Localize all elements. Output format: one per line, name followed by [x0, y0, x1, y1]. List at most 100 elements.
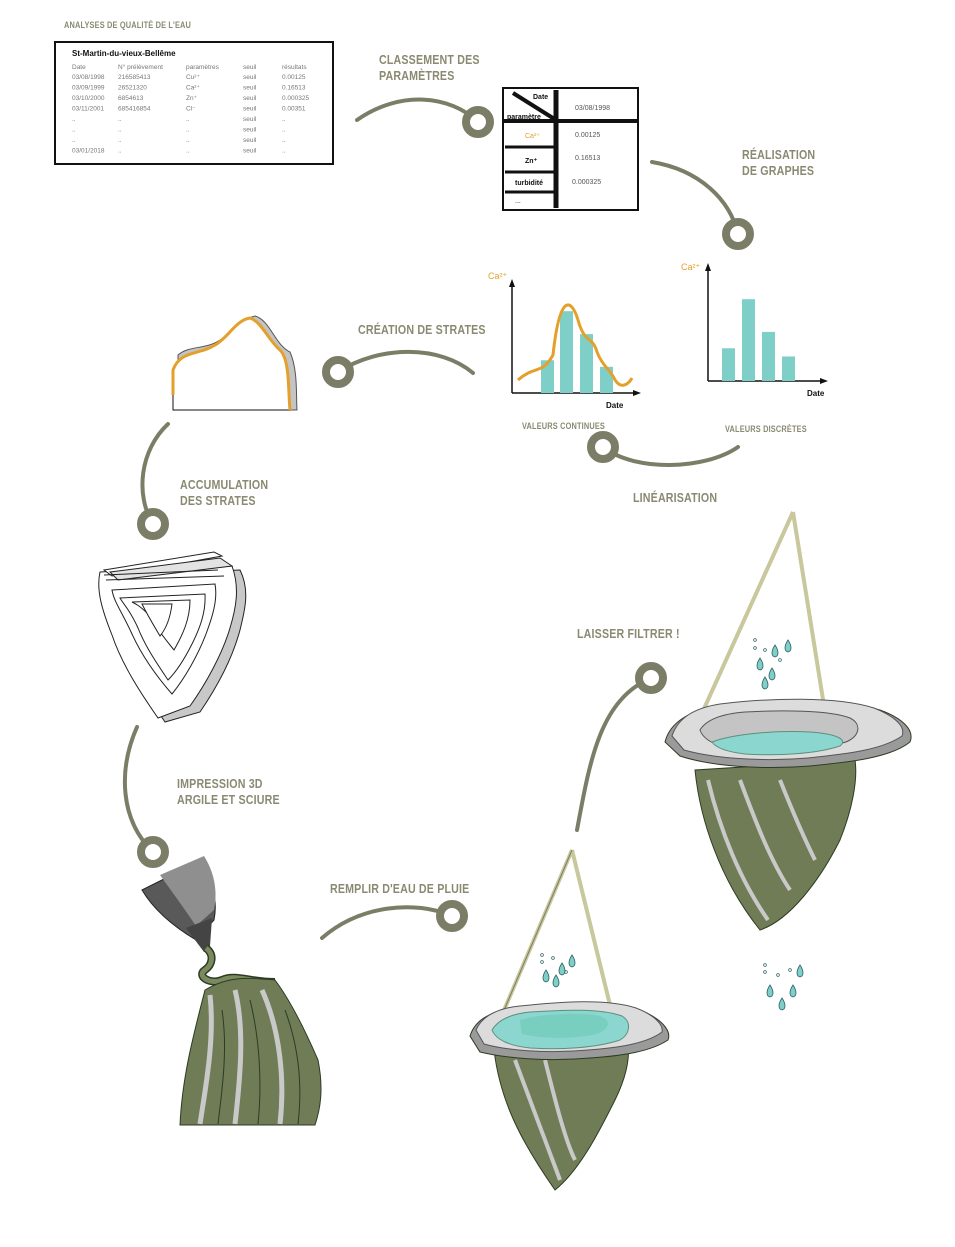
table-header: paramètres	[186, 64, 220, 71]
continuous-chart: Ca²⁺ Date	[488, 271, 641, 410]
water-droplet	[788, 968, 792, 972]
table-cell: 0.16513	[282, 85, 306, 92]
step-linearisation: LINÉARISATION	[633, 490, 717, 506]
table-cell: ..	[72, 137, 76, 144]
table-cell: Ca²⁺	[186, 85, 200, 92]
water-drop	[771, 644, 779, 658]
label-valeurs-continues: VALEURS CONTINUES	[522, 421, 605, 432]
water-drop	[778, 997, 786, 1011]
water-drop	[784, 639, 792, 653]
table-cell: ..	[186, 116, 190, 123]
water-droplet	[763, 963, 767, 967]
arrow-to-classement	[355, 97, 494, 138]
table-cell: Zn⁺	[186, 95, 198, 102]
step-impression-line2: ARGILE ET SCIURE	[177, 792, 280, 807]
class-param-2: turbidité	[515, 180, 543, 187]
continuous-bars	[541, 311, 613, 393]
step-remplir-text: REMPLIR D'EAU DE PLUIE	[330, 881, 470, 896]
discrete-ylabel: Ca²⁺	[681, 262, 701, 272]
table-cell: seuil	[243, 148, 257, 155]
continuous-bar	[541, 360, 554, 393]
table-cell: ..	[282, 148, 286, 155]
step-realisation-line1: RÉALISATION	[742, 147, 816, 162]
step-classement: CLASSEMENT DES PARAMÈTRES	[379, 52, 480, 84]
table-cell: Cu²⁺	[186, 74, 200, 81]
class-param-1: Zn⁺	[525, 158, 538, 165]
class-param-0: Ca²⁺	[525, 133, 540, 140]
table-cell: 03/09/1999	[72, 85, 105, 92]
step-laisser: LAISSER FILTRER !	[577, 626, 680, 642]
filled-basin	[469, 849, 670, 1191]
table-cell: Cl⁻	[186, 106, 196, 113]
valeurs-continues-text: VALEURS CONTINUES	[522, 421, 606, 431]
class-param-label: paramètre	[507, 114, 541, 121]
table-cell: ..	[118, 116, 122, 123]
arrow-to-graphes	[650, 160, 754, 250]
table-header: résultats	[282, 64, 307, 71]
water-drop	[558, 962, 566, 976]
printer-mountain	[141, 856, 322, 1126]
filtering-basin	[664, 511, 912, 1011]
water-drop	[542, 969, 550, 983]
step-creation: CRÉATION DE STRATES	[358, 322, 486, 338]
discrete-chart: Ca²⁺ Date	[681, 262, 828, 398]
continuous-bar	[580, 334, 593, 393]
discrete-bar	[762, 331, 775, 381]
discrete-bar	[722, 348, 735, 381]
rain-drops-3	[763, 963, 804, 1011]
water-droplet	[776, 973, 780, 977]
table-cell: ..	[118, 137, 122, 144]
classification-box: Date paramètre 03/08/1998 Ca²⁺ Zn⁺ turbi…	[502, 87, 639, 211]
table-cell: 0.000325	[282, 95, 309, 102]
continuous-xlabel: Date	[606, 401, 624, 410]
table-cell: 03/10/2000	[72, 95, 105, 102]
step-accumulation-line1: ACCUMULATION	[180, 477, 269, 492]
table-cell: 03/08/1998	[72, 74, 105, 81]
table-cell: ..	[118, 127, 122, 134]
continuous-bar	[560, 311, 573, 393]
step-remplir: REMPLIR D'EAU DE PLUIE	[330, 881, 469, 897]
table-cell: seuil	[243, 85, 257, 92]
water-drop	[766, 984, 774, 998]
table-cell: ..	[186, 137, 190, 144]
table-cell: seuil	[243, 74, 257, 81]
arrow-laisser	[575, 662, 667, 832]
table-cell: ..	[72, 116, 76, 123]
table-cell: 0.00351	[282, 106, 306, 113]
step-analyses: ANALYSES DE QUALITÉ DE L'EAU	[64, 20, 191, 31]
table-header: Date	[72, 64, 86, 71]
table-cell: seuil	[243, 106, 257, 113]
water-droplet	[763, 648, 767, 652]
water-drop	[756, 657, 764, 671]
step-accumulation-line2: DES STRATES	[180, 493, 256, 508]
label-valeurs-discretes: VALEURS DISCRÈTES	[725, 424, 807, 435]
step-realisation-line2: DE GRAPHES	[742, 163, 815, 178]
water-drop	[552, 974, 560, 988]
water-droplet	[753, 646, 757, 650]
discrete-bars	[722, 299, 795, 381]
table-cell: 03/11/2001	[72, 106, 104, 113]
discrete-bar	[782, 356, 795, 381]
water-drop	[768, 667, 776, 681]
stacked-strata	[98, 551, 247, 723]
discrete-xlabel: Date	[807, 389, 825, 398]
step-linearisation-text: LINÉARISATION	[633, 490, 718, 505]
continuous-ylabel: Ca²⁺	[488, 271, 508, 281]
table-cell: 26521320	[118, 85, 147, 92]
class-value-2: 0.000325	[572, 179, 601, 186]
water-droplet	[564, 970, 568, 974]
flow-arrows	[122, 97, 754, 940]
table-cell: ..	[186, 127, 190, 134]
class-param-3: ...	[515, 198, 521, 205]
arrow-accumulation	[137, 422, 170, 540]
step-classement-line2: PARAMÈTRES	[379, 68, 455, 83]
table-cell: ..	[282, 116, 286, 123]
arrow-linearisation	[587, 431, 740, 467]
step-creation-text: CRÉATION DE STRATES	[358, 322, 486, 337]
rain-drops-2	[753, 638, 792, 690]
table-cell: ..	[72, 127, 76, 134]
class-date-label: Date	[533, 94, 548, 101]
class-date-value: 03/08/1998	[575, 105, 610, 112]
